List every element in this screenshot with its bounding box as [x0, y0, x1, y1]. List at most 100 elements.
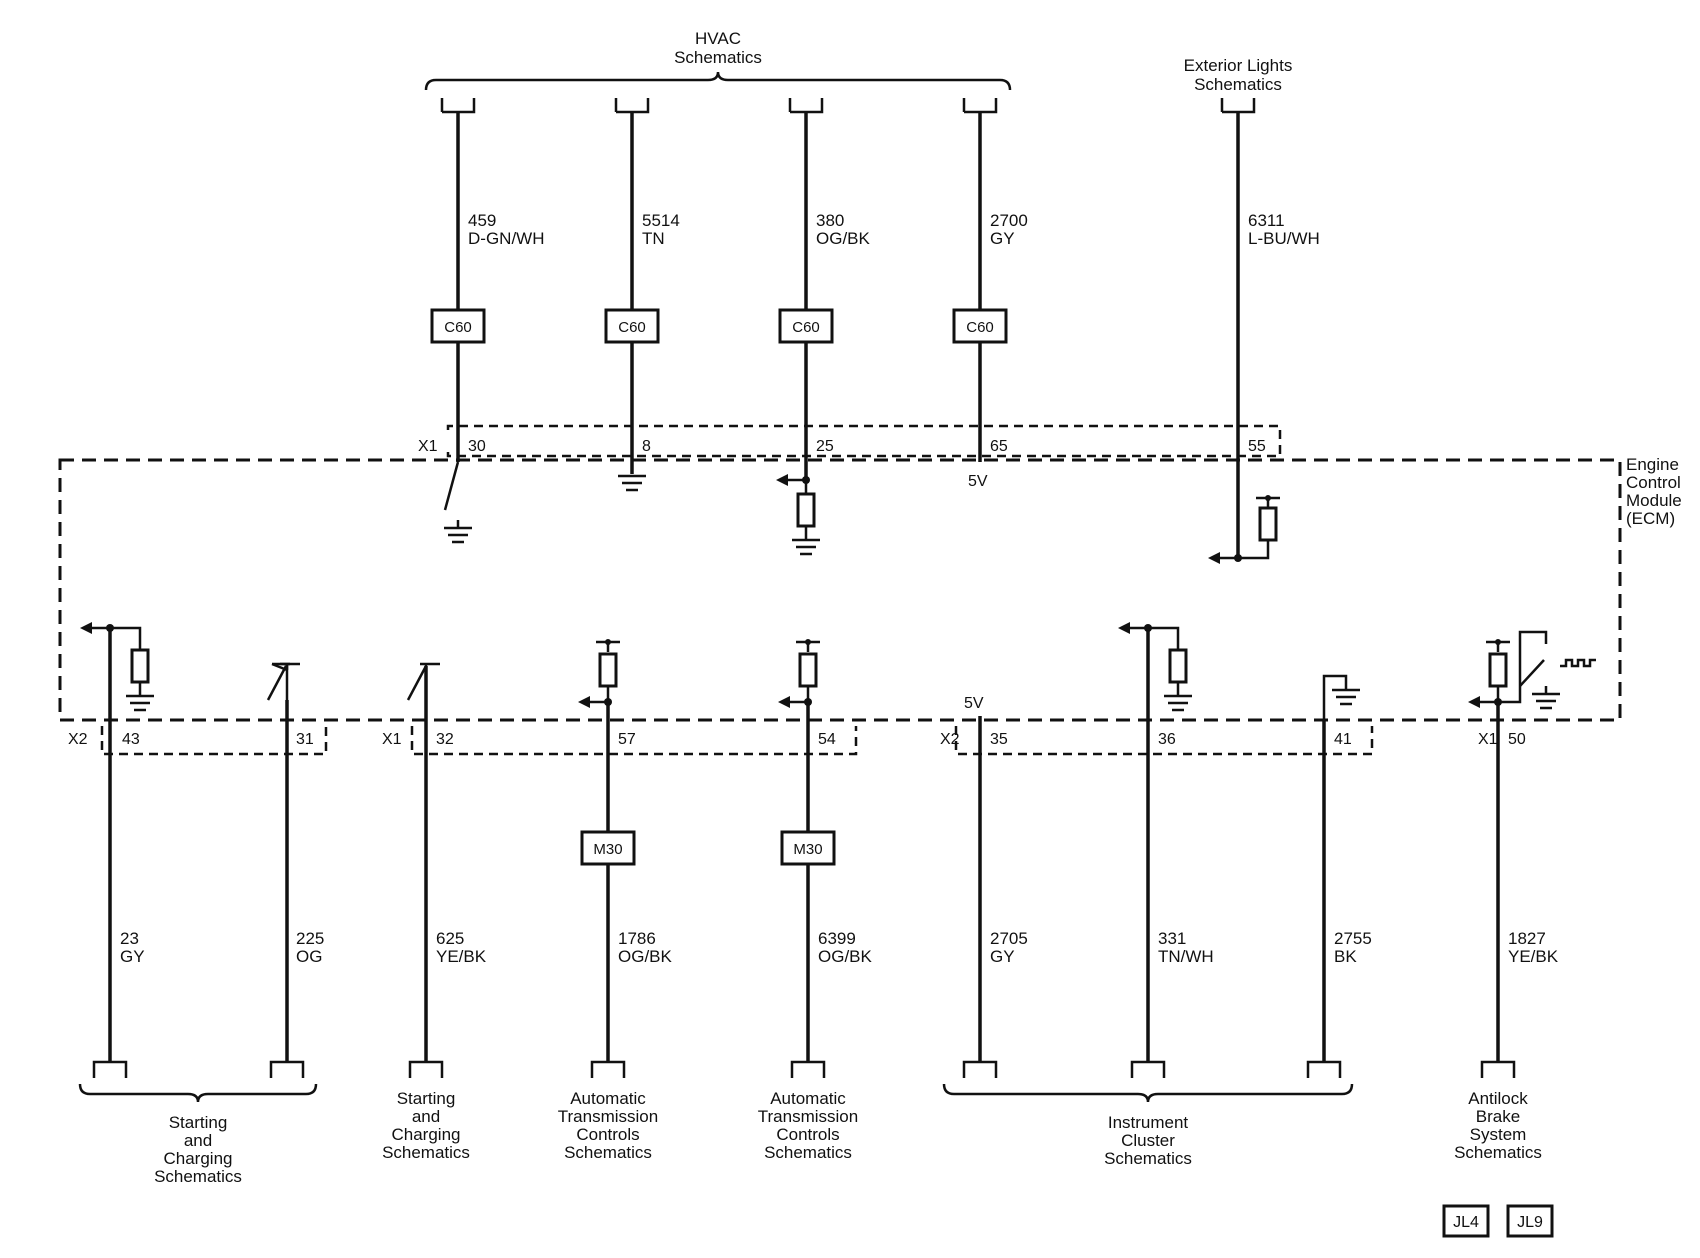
ecm-resistor-pin36	[1118, 622, 1192, 712]
svg-text:JL9: JL9	[1517, 1214, 1543, 1231]
bottom-wires	[108, 628, 1500, 1062]
svg-text:225: 225	[296, 929, 324, 948]
svg-text:Brake: Brake	[1476, 1107, 1520, 1126]
svg-text:57: 57	[618, 731, 636, 748]
svg-text:55: 55	[1248, 438, 1266, 455]
svg-text:54: 54	[818, 731, 836, 748]
ecm-pullup-pin55	[1208, 495, 1280, 564]
starting-charging-label-2: Starting and Charging Schematics	[382, 1089, 470, 1162]
ecm-pwm-pin50	[1468, 630, 1596, 710]
svg-text:HVAC: HVAC	[695, 29, 741, 48]
top-circuit-labels: 459 D-GN/WH 5514 TN 380 OG/BK 2700 GY 63…	[468, 211, 1320, 248]
ecm-switch-pin31-b	[266, 662, 300, 701]
svg-text:and: and	[184, 1131, 212, 1150]
svg-text:6311: 6311	[1248, 211, 1285, 230]
svg-text:43: 43	[122, 731, 140, 748]
ecm-ground-pin41	[1322, 674, 1360, 720]
svg-text:and: and	[412, 1107, 440, 1126]
svg-text:2700: 2700	[990, 211, 1028, 230]
svg-text:50: 50	[1508, 731, 1526, 748]
svg-text:D-GN/WH: D-GN/WH	[468, 229, 544, 248]
svg-text:Charging: Charging	[392, 1125, 461, 1144]
c60-splice-boxes	[430, 308, 1008, 344]
voltage-label-bottom: 5V	[964, 695, 984, 712]
x2-bottom-connector-a	[100, 726, 328, 756]
svg-text:Schematics: Schematics	[1104, 1149, 1192, 1168]
starting-charging-bracket	[78, 1083, 318, 1103]
svg-text:GY: GY	[990, 947, 1015, 966]
svg-text:TN/WH: TN/WH	[1158, 947, 1214, 966]
svg-text:OG/BK: OG/BK	[816, 229, 871, 248]
svg-text:Transmission: Transmission	[558, 1107, 658, 1126]
svg-text:Exterior Lights: Exterior Lights	[1184, 56, 1293, 75]
bottom-connector-labels: X2 X1 X2 X1	[68, 731, 1498, 748]
svg-text:Transmission: Transmission	[758, 1107, 858, 1126]
ecm-switch-pin30	[443, 461, 472, 544]
svg-text:OG/BK: OG/BK	[818, 947, 873, 966]
svg-text:Controls: Controls	[576, 1125, 639, 1144]
svg-text:(ECM): (ECM)	[1626, 509, 1675, 528]
svg-text:YE/BK: YE/BK	[436, 947, 487, 966]
ecm-pullup-pin54	[778, 639, 820, 708]
svg-text:GY: GY	[990, 229, 1015, 248]
svg-text:32: 32	[436, 731, 454, 748]
svg-text:L-BU/WH: L-BU/WH	[1248, 229, 1320, 248]
svg-text:GY: GY	[120, 947, 145, 966]
svg-text:OG: OG	[296, 947, 322, 966]
svg-text:2705: 2705	[990, 929, 1028, 948]
svg-text:OG/BK: OG/BK	[618, 947, 673, 966]
svg-text:8: 8	[642, 438, 651, 455]
svg-text:Cluster: Cluster	[1121, 1131, 1175, 1150]
ecm-pullup-pin57	[578, 639, 620, 708]
voltage-label-top: 5V	[968, 473, 988, 490]
ecm-module-boundary	[58, 458, 1622, 722]
instrument-cluster-bracket	[942, 1083, 1354, 1103]
svg-text:Instrument: Instrument	[1108, 1113, 1189, 1132]
svg-text:Charging: Charging	[164, 1149, 233, 1168]
svg-text:1827: 1827	[1508, 929, 1546, 948]
abs-label: Antilock Brake System Schematics	[1454, 1089, 1542, 1162]
svg-text:C60: C60	[618, 319, 646, 336]
svg-text:System: System	[1470, 1125, 1527, 1144]
svg-text:Schematics: Schematics	[1454, 1143, 1542, 1162]
svg-text:331: 331	[1158, 929, 1186, 948]
svg-text:5514: 5514	[642, 211, 680, 230]
svg-text:X1: X1	[1478, 731, 1498, 748]
x1-bottom-connector	[410, 726, 858, 756]
ecm-label: Engine Control Module (ECM)	[1626, 455, 1682, 528]
svg-text:BK: BK	[1334, 947, 1357, 966]
svg-text:Automatic: Automatic	[570, 1089, 646, 1108]
svg-text:Schematics: Schematics	[154, 1167, 242, 1186]
svg-text:65: 65	[990, 438, 1008, 455]
svg-text:Schematics: Schematics	[564, 1143, 652, 1162]
svg-text:Schematics: Schematics	[764, 1143, 852, 1162]
starting-charging-label-1: Starting and Charging Schematics	[154, 1113, 242, 1186]
svg-text:Control: Control	[1626, 473, 1681, 492]
svg-text:41: 41	[1334, 731, 1352, 748]
transmission-label-2: Automatic Transmission Controls Schemati…	[758, 1089, 858, 1162]
svg-text:JL4: JL4	[1453, 1214, 1479, 1231]
bottom-harness-ends	[92, 1060, 1516, 1078]
svg-text:C60: C60	[444, 319, 472, 336]
transmission-label-1: Automatic Transmission Controls Schemati…	[558, 1089, 658, 1162]
svg-text:459: 459	[468, 211, 496, 230]
svg-text:31: 31	[296, 731, 314, 748]
bottom-pin-numbers: 43 31 32 57 54 35 36 41 50	[122, 731, 1526, 748]
ecm-ground-pin8	[618, 474, 646, 492]
svg-text:23: 23	[120, 929, 139, 948]
instrument-cluster-label: Instrument Cluster Schematics	[1104, 1113, 1192, 1168]
svg-text:Starting: Starting	[397, 1089, 456, 1108]
svg-text:YE/BK: YE/BK	[1508, 947, 1559, 966]
svg-text:X1: X1	[382, 731, 402, 748]
svg-text:6399: 6399	[818, 929, 856, 948]
svg-text:X2: X2	[68, 731, 88, 748]
ecm-switch-pin32	[406, 662, 440, 701]
svg-text:X2: X2	[940, 731, 960, 748]
ecm-resistor-pin25	[776, 474, 820, 556]
c60-labels: C60 C60 C60 C60	[444, 319, 994, 336]
svg-text:M30: M30	[793, 841, 822, 858]
svg-text:Engine: Engine	[1626, 455, 1679, 474]
svg-text:Automatic: Automatic	[770, 1089, 846, 1108]
svg-text:Antilock: Antilock	[1468, 1089, 1528, 1108]
